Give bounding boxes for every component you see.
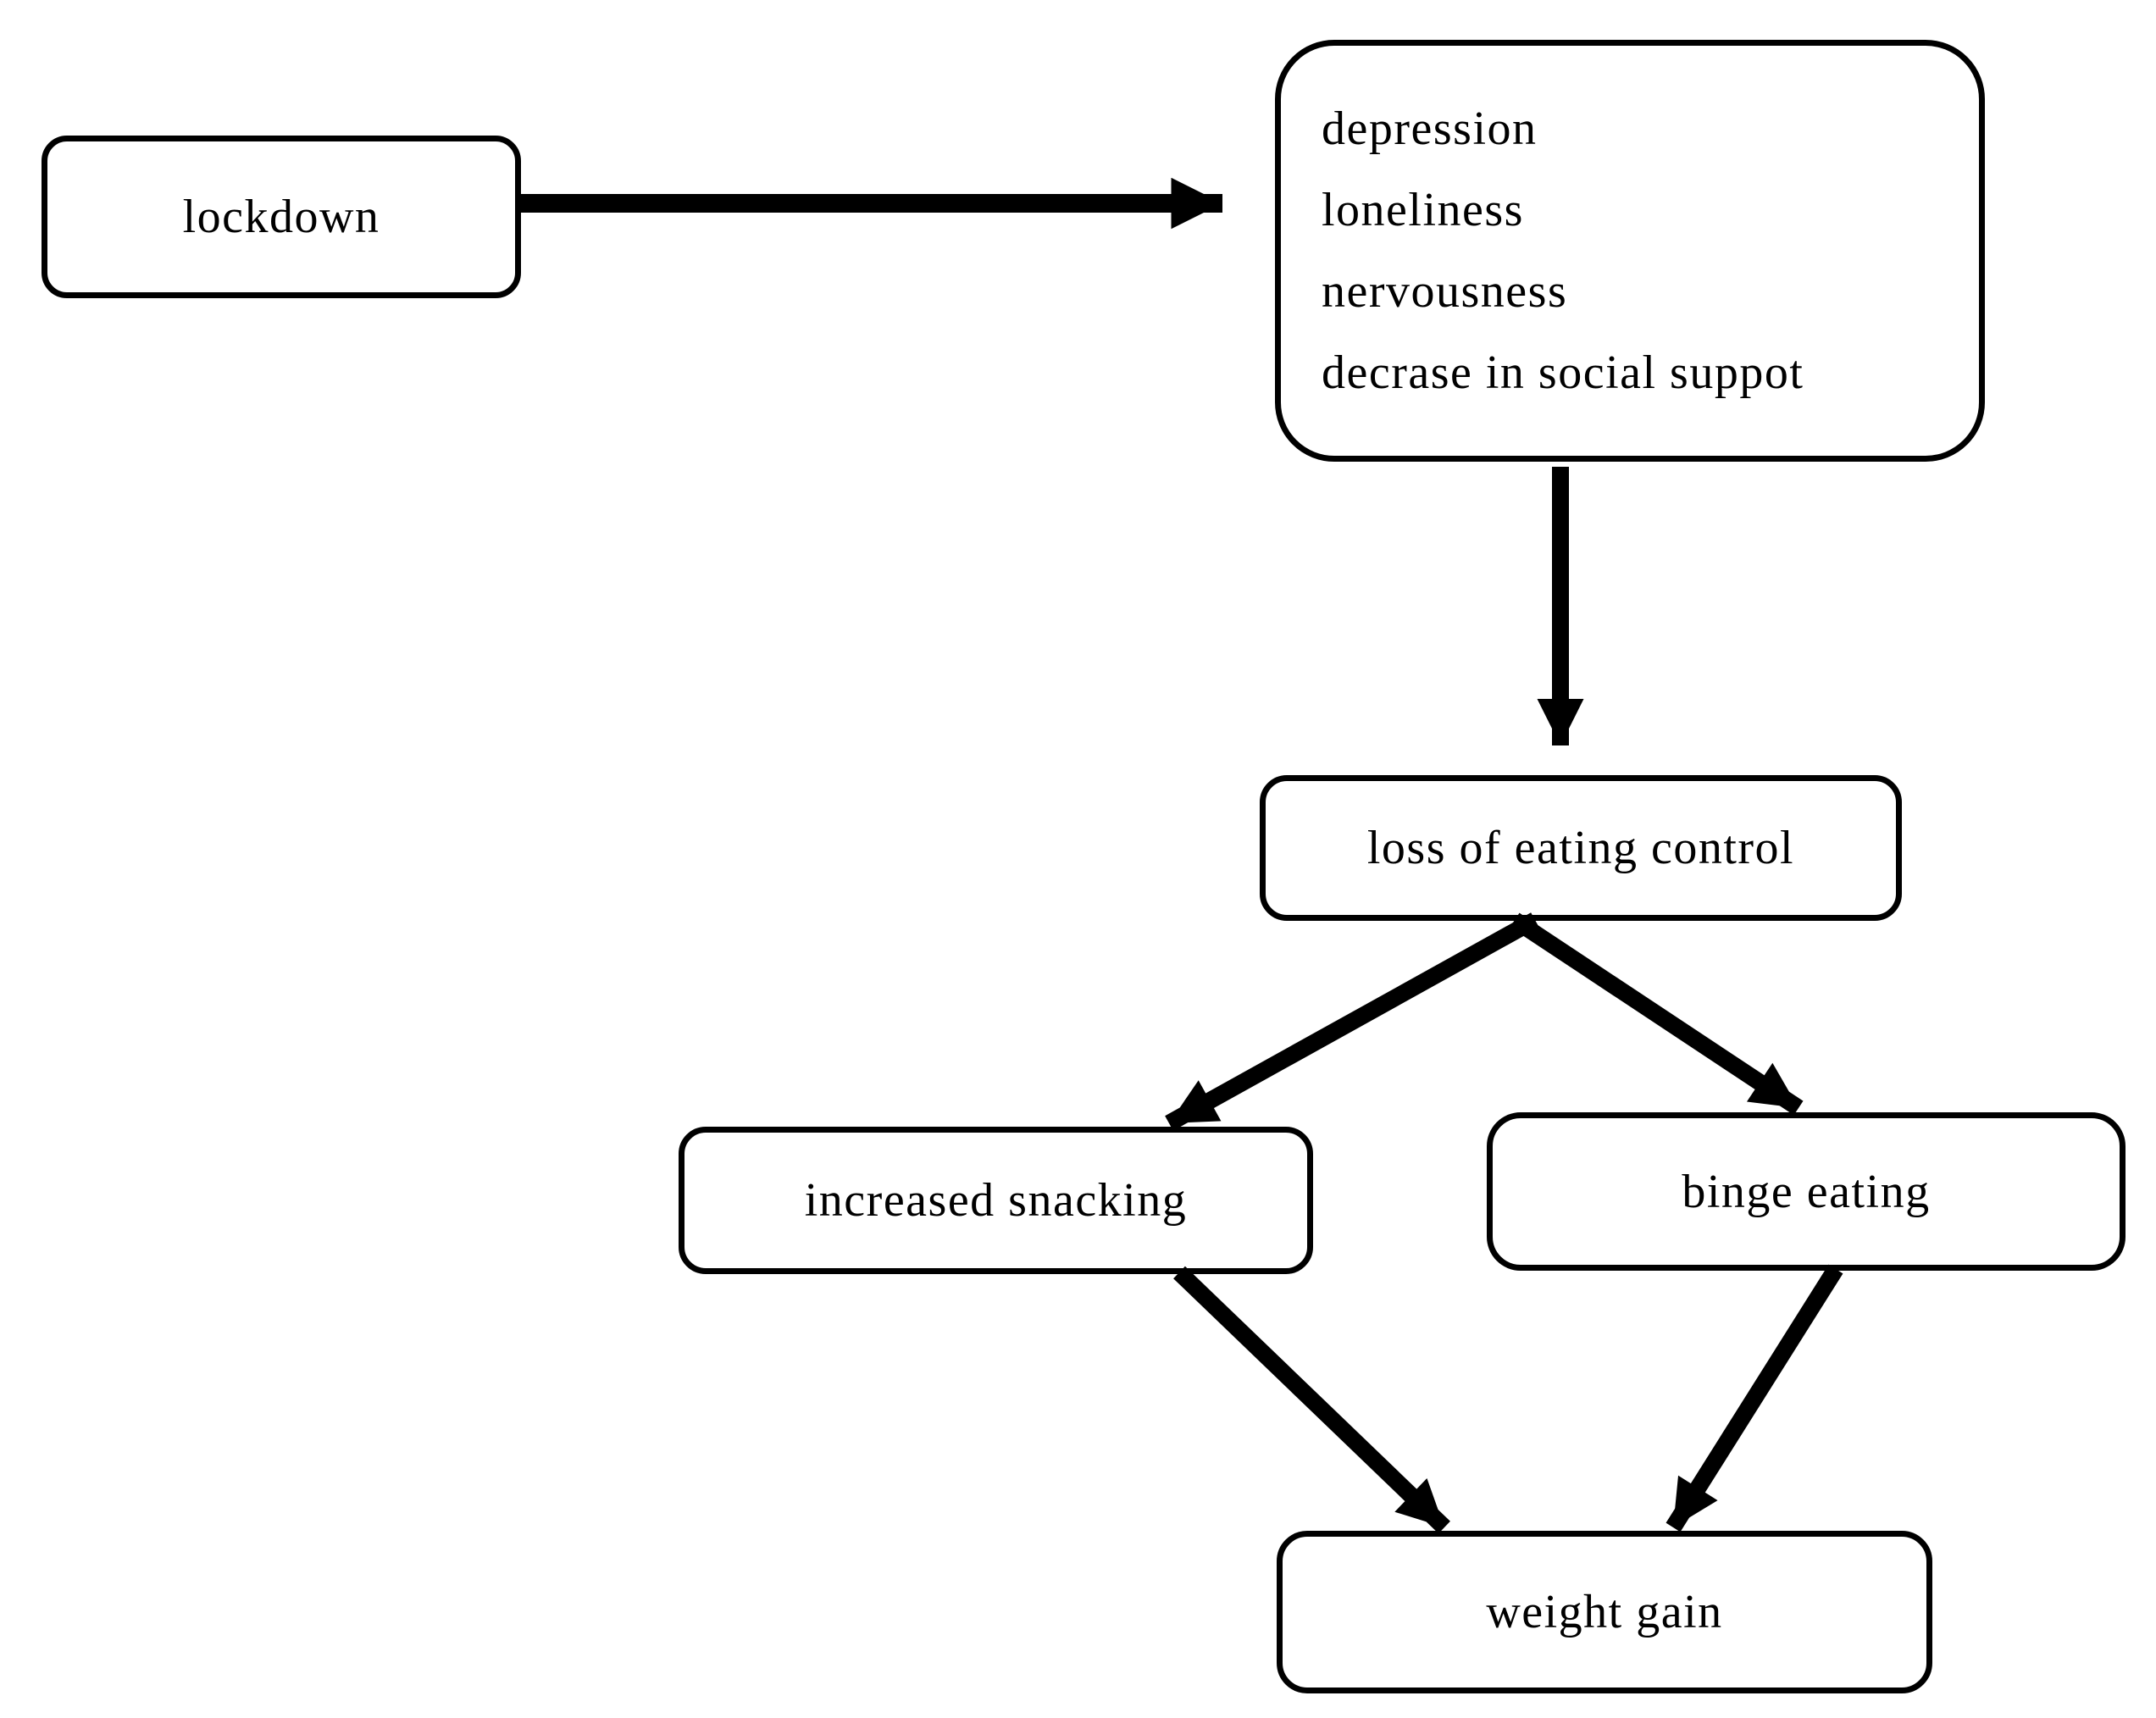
node-increased-snacking: increased snacking (679, 1127, 1313, 1274)
node-lockdown: lockdown (42, 136, 521, 298)
node-weight-gain: weight gain (1277, 1531, 1932, 1693)
node-psychological-factors: depression loneliness nervousness decras… (1275, 40, 1985, 462)
node-binge-eating: binge eating (1487, 1112, 2126, 1271)
arrow-loss-to-increased-snacking (1165, 912, 1539, 1131)
factor-line-loneliness: loneliness (1322, 184, 1524, 236)
node-binge-eating-label: binge eating (1682, 1165, 1931, 1218)
node-loss-of-eating-control: loss of eating control (1260, 775, 1902, 921)
node-lockdown-label: lockdown (182, 191, 380, 243)
node-loss-of-eating-control-label: loss of eating control (1366, 822, 1795, 874)
arrow-increased-snacking-to-weight-gain (1173, 1266, 1450, 1534)
factor-line-nervousness: nervousness (1322, 265, 1568, 318)
factor-line-decrease-social-support: decrase in social suppot (1322, 346, 1804, 399)
node-increased-snacking-label: increased snacking (804, 1174, 1188, 1227)
factor-line-depression: depression (1322, 103, 1538, 155)
arrow-loss-to-binge-eating (1510, 912, 1804, 1116)
arrow-binge-eating-to-weight-gain (1665, 1264, 1843, 1532)
node-weight-gain-label: weight gain (1486, 1586, 1723, 1638)
